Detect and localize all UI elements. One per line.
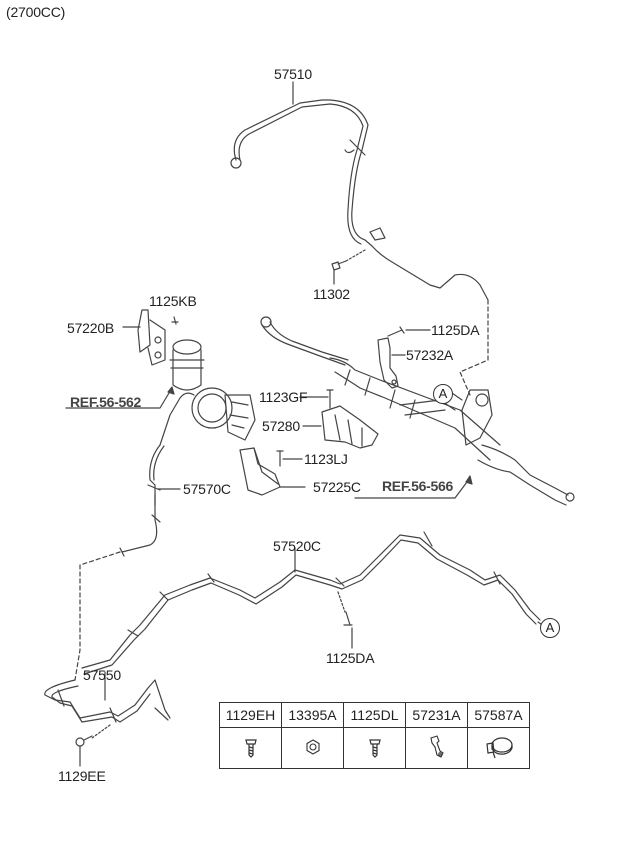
bracket-57232A[interactable] (377, 337, 399, 389)
bracket-57225C[interactable] (239, 447, 281, 496)
engine-variant-label: (2700CC) (6, 4, 66, 20)
heat-shield-57280[interactable] (321, 405, 379, 449)
table-header-57231A[interactable]: 57231A (405, 702, 468, 728)
table-header-1125DL[interactable]: 1125DL (343, 702, 406, 728)
connector-a-marker-2: A (540, 618, 560, 638)
part-label-1123LJ[interactable]: 1123LJ (304, 451, 348, 467)
table-cell-13395A (281, 727, 344, 769)
bolt-11302[interactable] (331, 249, 366, 285)
bolt-1125DA-top[interactable] (387, 326, 405, 337)
part-label-1125KB[interactable]: 1125KB (149, 293, 197, 309)
connector-a-marker: A (433, 384, 453, 404)
table-header-13395A[interactable]: 13395A (281, 702, 344, 728)
nut-icon (305, 738, 320, 755)
part-label-1125DA-bottom[interactable]: 1125DA (326, 650, 375, 666)
reservoir[interactable] (169, 339, 205, 391)
part-label-1125DA-top[interactable]: 1125DA (431, 322, 480, 338)
bolt-1123GF[interactable] (326, 389, 334, 409)
part-label-57570C[interactable]: 57570C (183, 481, 231, 497)
part-label-57550[interactable]: 57550 (83, 667, 121, 683)
hose-pump (159, 392, 195, 446)
leader-ref566 (354, 477, 471, 499)
bolt-icon (244, 738, 257, 758)
steering-rack[interactable] (260, 316, 575, 506)
part-label-1123GF[interactable]: 1123GF (259, 389, 308, 405)
bolt-1123LJ[interactable] (276, 450, 284, 467)
part-label-57220B[interactable]: 57220B (67, 320, 115, 336)
ref-label-56-566[interactable]: REF.56-566 (382, 478, 453, 494)
hose-57520C[interactable] (81, 531, 541, 675)
part-label-57510[interactable]: 57510 (274, 66, 312, 82)
part-label-11302[interactable]: 11302 (313, 286, 350, 302)
table-cell-1129EH (219, 727, 282, 769)
bolt-1129EE[interactable] (75, 724, 111, 767)
small-parts-table: 1129EH 13395A 1125DL 57231A 57587A (219, 702, 530, 769)
hose-57550[interactable] (44, 679, 171, 723)
part-label-57225C[interactable]: 57225C (313, 479, 361, 495)
bracket-57220B[interactable] (137, 309, 166, 366)
table-cell-57587A (467, 727, 530, 769)
dashed-connector-2 (74, 551, 121, 681)
bracket-icon (429, 734, 444, 758)
hose-57510[interactable] (230, 99, 489, 301)
hose-57570C[interactable] (119, 444, 165, 557)
bolt-1125DA-bottom[interactable] (337, 591, 353, 649)
table-header-57587A[interactable]: 57587A (467, 702, 530, 728)
table-header-1129EH[interactable]: 1129EH (219, 702, 282, 728)
clamp-icon (485, 736, 513, 758)
bolt-1125KB[interactable] (171, 316, 179, 325)
table-cell-57231A (405, 727, 468, 769)
pump[interactable] (191, 387, 256, 441)
part-label-1129EE[interactable]: 1129EE (58, 768, 106, 784)
part-label-57280[interactable]: 57280 (262, 418, 300, 434)
table-cell-1125DL (343, 727, 406, 769)
part-label-57520C[interactable]: 57520C (273, 538, 321, 554)
dashed-connector (459, 299, 489, 396)
leader-ref562 (65, 387, 173, 409)
leader-connector-a (451, 392, 463, 401)
ref-label-56-562[interactable]: REF.56-562 (70, 394, 141, 410)
part-label-57232A[interactable]: 57232A (406, 347, 454, 363)
bolt-icon (368, 738, 381, 758)
